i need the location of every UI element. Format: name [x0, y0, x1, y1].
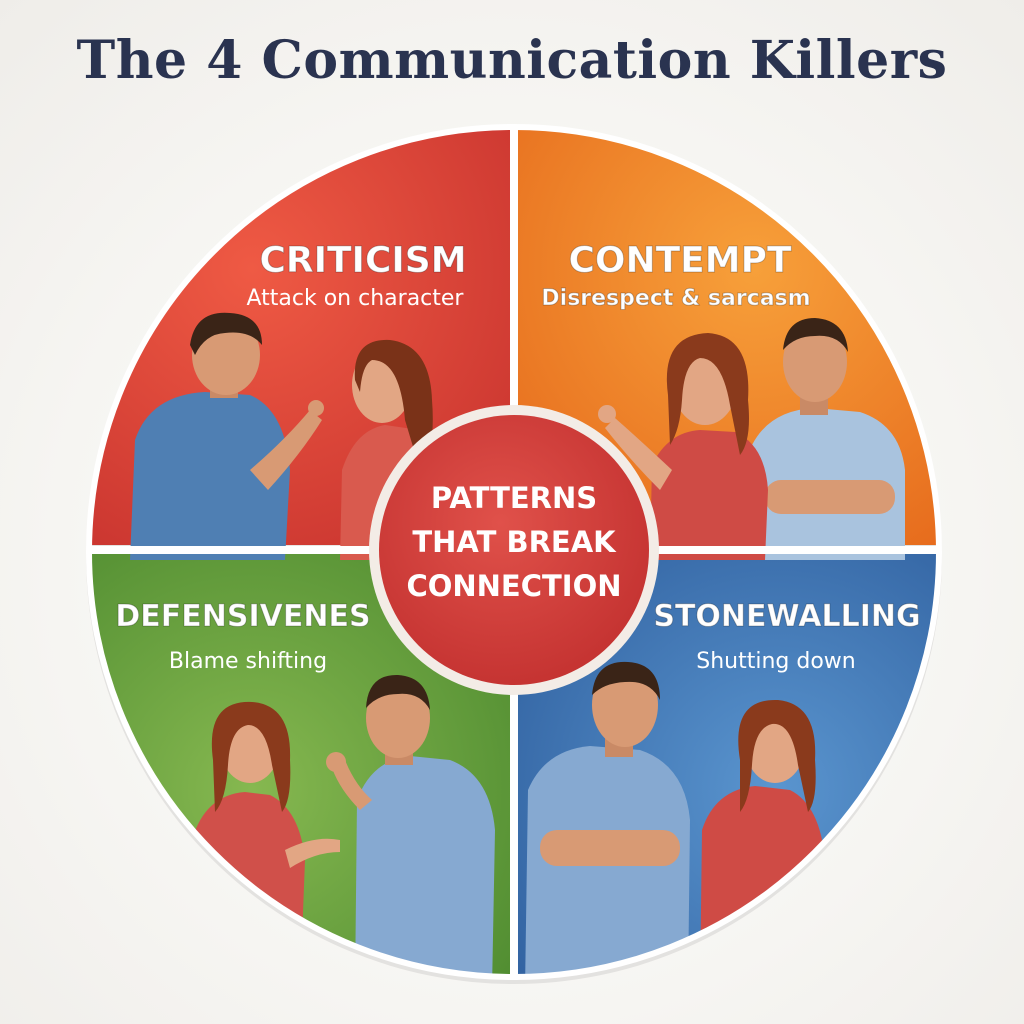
defensiveness-title: DEFENSIVENES — [115, 599, 370, 634]
stonewalling-title: STONEWALLING — [653, 599, 920, 634]
contempt-illustration — [598, 318, 905, 560]
criticism-subtitle: Attack on character — [247, 286, 465, 311]
page-title: The 4 Communication Killers — [76, 30, 948, 91]
contempt-title: CONTEMPT — [568, 240, 792, 281]
center-circle — [379, 415, 649, 685]
center-line-3: CONNECTION — [406, 569, 621, 603]
contempt-subtitle: Disrespect & sarcasm — [541, 286, 810, 311]
defensiveness-subtitle: Blame shifting — [169, 649, 327, 674]
center-line-2: THAT BREAK — [412, 525, 617, 559]
wheel-border — [86, 124, 942, 980]
center-line-1: PATTERNS — [431, 481, 597, 515]
criticism-title: CRITICISM — [259, 240, 466, 281]
stonewalling-subtitle: Shutting down — [696, 649, 855, 674]
